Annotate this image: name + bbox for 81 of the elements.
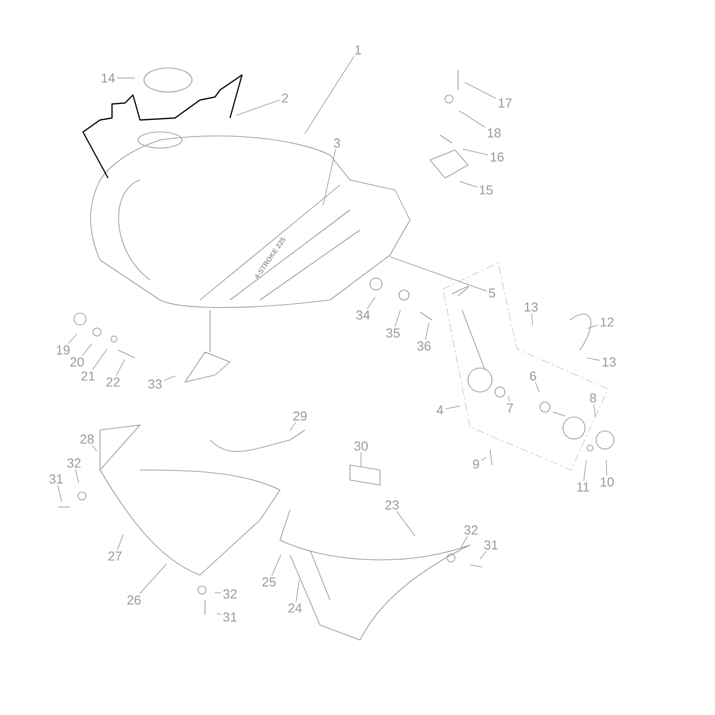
leader-line	[75, 468, 80, 484]
callout-number: 34	[356, 310, 370, 320]
leader-line	[360, 452, 362, 468]
callout-number: 35	[386, 328, 400, 338]
callout-number: 20	[70, 357, 84, 367]
callout-number: 11	[577, 482, 590, 492]
leader-line	[460, 536, 468, 549]
leader-line	[464, 82, 496, 99]
leader-line	[531, 312, 533, 326]
leader-line	[322, 148, 336, 206]
callout-number: 6	[530, 371, 536, 381]
leader-line	[606, 460, 608, 476]
callout-number: 24	[288, 603, 302, 613]
leader-line	[394, 309, 401, 328]
leader-line	[593, 404, 596, 418]
callout-number: 31	[484, 540, 498, 550]
callout-number: 21	[81, 371, 95, 381]
leader-line	[296, 580, 300, 602]
callout-number: 31	[223, 612, 237, 622]
leader-line	[289, 422, 296, 432]
callout-number: 36	[417, 341, 431, 351]
callout-number: 19	[56, 345, 70, 355]
callout-number: 10	[600, 477, 614, 487]
callout-number: 2	[282, 93, 288, 103]
leader-line	[116, 359, 126, 376]
leader-line	[459, 181, 478, 188]
leader-line	[480, 550, 486, 560]
leader-line	[117, 534, 124, 550]
callout-number: 3	[334, 138, 340, 148]
callout-number: 14	[102, 74, 115, 82]
leader-line	[92, 348, 108, 370]
leader-line	[583, 460, 587, 482]
callout-number: 28	[80, 434, 94, 444]
leader-line	[458, 110, 486, 128]
callout-number: 7	[507, 404, 513, 412]
callout-number: 32	[67, 458, 81, 468]
callout-number: 29	[293, 411, 307, 421]
leader-line	[139, 563, 168, 594]
leader-line	[389, 256, 488, 292]
leader-line	[57, 484, 62, 502]
callout-number: 16	[490, 152, 504, 162]
leader-line	[508, 396, 510, 402]
callout-number: 23	[385, 500, 399, 510]
leader-line	[366, 296, 376, 310]
callout-number: 18	[488, 128, 501, 138]
leader-line	[214, 592, 222, 594]
leader-line	[236, 100, 280, 116]
callout-number: 5	[488, 288, 496, 298]
leader-line	[396, 510, 416, 536]
callout-number: 33	[148, 379, 162, 389]
leader-line	[164, 376, 176, 381]
callout-number: 32	[223, 589, 237, 599]
leader-line	[462, 148, 488, 156]
callout-number: 9	[473, 459, 479, 469]
leader-line	[82, 344, 92, 356]
callout-number: 32	[464, 525, 478, 535]
callout-number: 13	[602, 357, 616, 367]
leader-line	[68, 333, 78, 344]
callout-number: 22	[106, 377, 120, 387]
callout-number: 26	[127, 595, 141, 605]
callout-number: 1	[355, 46, 361, 54]
leader-line	[271, 554, 282, 576]
leader-line	[304, 56, 354, 134]
leader-line	[444, 406, 460, 410]
leader-line	[587, 324, 598, 329]
callout-number: 17	[498, 98, 512, 108]
leader-line	[425, 322, 430, 340]
callout-number: 31	[49, 474, 63, 484]
leader-line	[535, 382, 540, 393]
callout-number: 4	[436, 406, 444, 414]
callout-number: 12	[600, 317, 614, 327]
leader-line	[586, 358, 600, 361]
callout-number: 15	[480, 185, 493, 195]
callout-number: 27	[108, 551, 122, 561]
leader-line	[216, 612, 222, 615]
callout-number: 13	[524, 302, 538, 312]
leader-line	[92, 444, 98, 452]
callout-number: 30	[354, 441, 368, 451]
callout-number: 25	[262, 577, 276, 587]
callout-number: 8	[590, 393, 596, 403]
leader-line	[480, 457, 486, 461]
